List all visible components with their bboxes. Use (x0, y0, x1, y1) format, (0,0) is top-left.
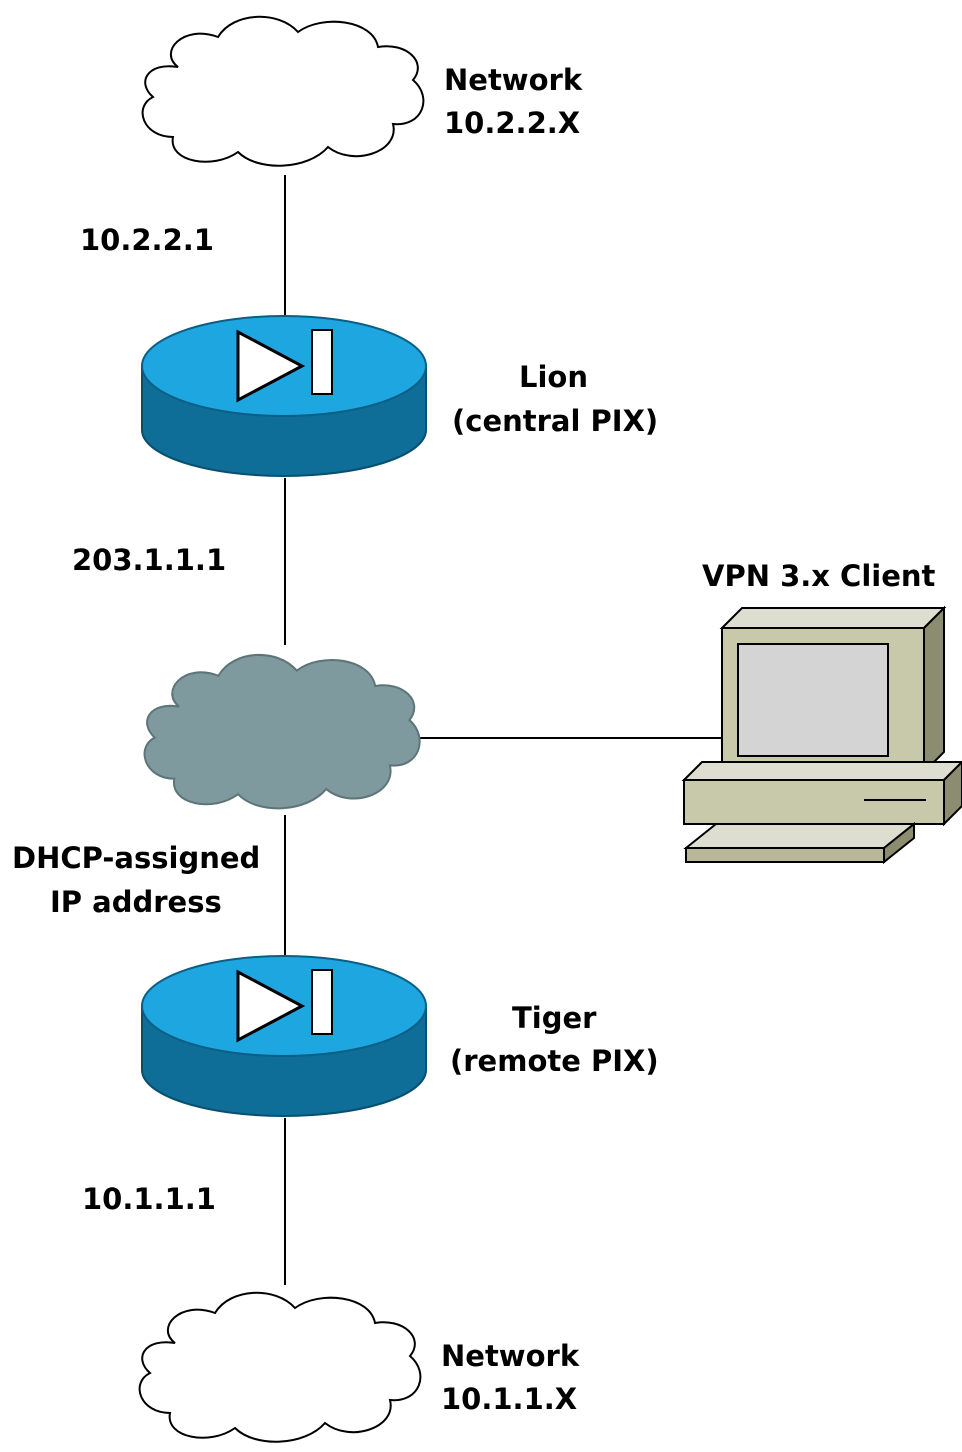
lion-name-label: Lion (519, 360, 588, 394)
tiger-outside-ip-label-line2: IP address (50, 885, 222, 919)
lion-outside-ip-label: 203.1.1.1 (72, 543, 226, 577)
cloud-icon (143, 653, 421, 810)
lion-role-label: (central PIX) (452, 404, 658, 438)
pix-firewall-icon (141, 315, 427, 477)
vpn-client-label: VPN 3.x Client (702, 559, 936, 593)
cloud-icon (138, 1291, 422, 1443)
tiger-role-label: (remote PIX) (450, 1044, 659, 1078)
labels: Network 10.2.2.X 10.2.2.1 Lion (central … (12, 63, 936, 1416)
pix-firewall-icon (141, 955, 427, 1117)
top-network-label-line2: 10.2.2.X (444, 106, 580, 140)
computer-icon (681, 605, 962, 865)
top-network-label-line1: Network (444, 63, 583, 97)
links (284, 175, 722, 1285)
lion-inside-ip-label: 10.2.2.1 (80, 223, 214, 257)
bottom-network-label-line2: 10.1.1.X (441, 1382, 577, 1416)
cloud-icon (141, 15, 425, 167)
bottom-network-label-line1: Network (441, 1339, 580, 1373)
tiger-name-label: Tiger (512, 1001, 597, 1035)
tiger-inside-ip-label: 10.1.1.1 (82, 1182, 216, 1216)
tiger-outside-ip-label-line1: DHCP-assigned (12, 841, 260, 875)
